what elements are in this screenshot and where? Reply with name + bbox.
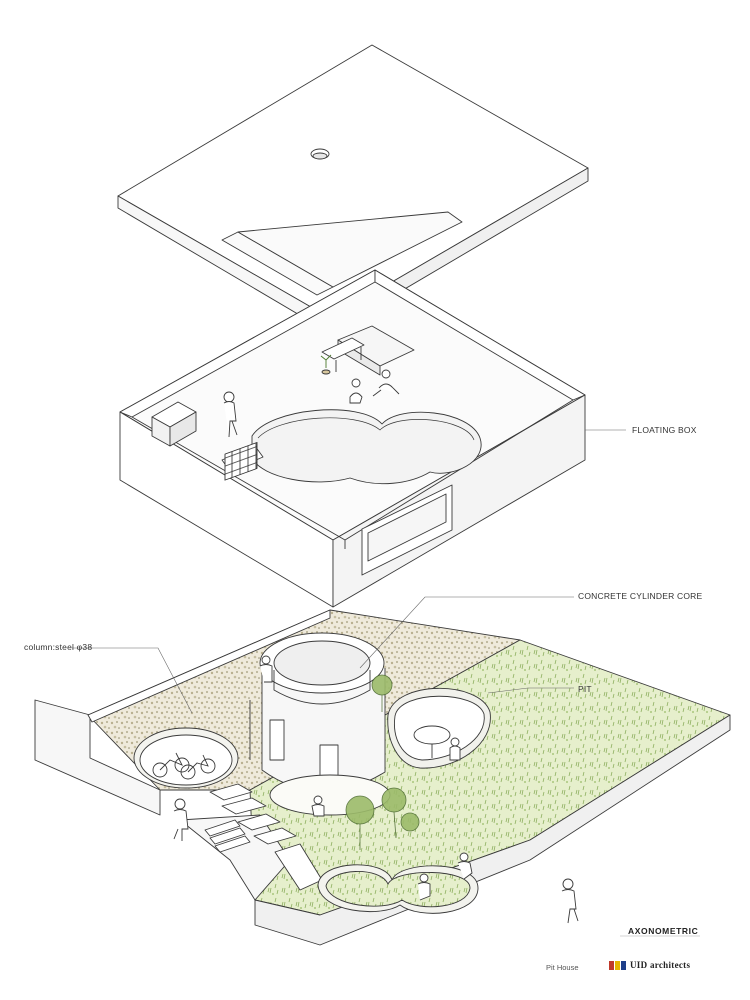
- concrete-cylinder-core: [249, 632, 391, 816]
- roof-slab: [117, 44, 589, 334]
- trees: [345, 674, 420, 850]
- ground-people: [173, 655, 579, 924]
- label-concrete-core: CONCRETE CYLINDER CORE: [578, 591, 703, 601]
- label-pit: PIT: [578, 684, 592, 694]
- project-name: Pit House: [546, 963, 579, 972]
- bike-pit: [133, 727, 239, 789]
- label-floating-box: FLOATING BOX: [632, 425, 697, 435]
- dining-pit: [387, 687, 491, 769]
- leader-lines: [72, 429, 700, 937]
- lawn-pit: [317, 864, 479, 914]
- box-people: [223, 369, 400, 438]
- label-column: column:steel φ38: [24, 642, 93, 652]
- logo-mark-icon: [609, 960, 626, 970]
- floating-box: [119, 269, 586, 608]
- label-view-type: AXONOMETRIC: [628, 926, 699, 936]
- firm-logo: UID architects: [609, 960, 690, 970]
- logo-text: UID architects: [630, 960, 691, 970]
